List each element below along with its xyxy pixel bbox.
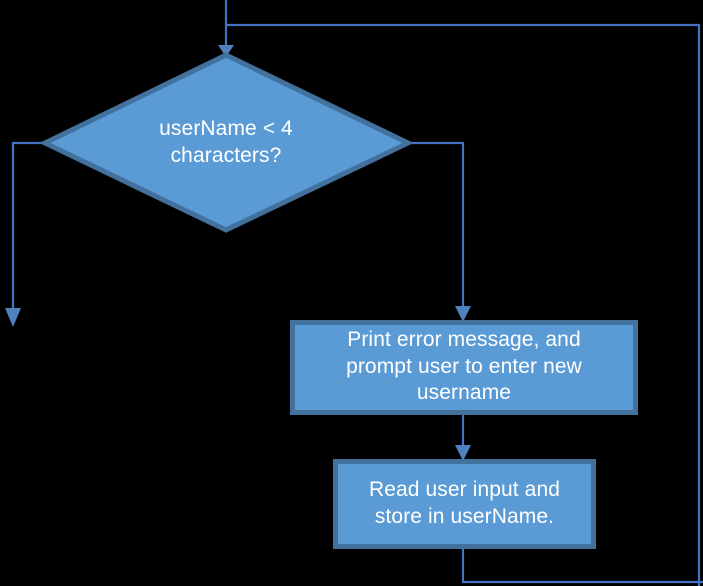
arrowhead-icon [455, 306, 471, 322]
connector-decision-true-branch-right [408, 141, 471, 322]
process-node-print-error[interactable] [290, 320, 638, 415]
arrowhead-icon [455, 445, 471, 461]
process-node-read-input[interactable] [333, 459, 596, 549]
connector-read-input-loop-return [461, 548, 703, 584]
decision-node-username-length[interactable] [39, 52, 414, 233]
arrowhead-icon [218, 45, 234, 57]
connector-loop-back-top-right [226, 23, 701, 586]
connector-print-error-to-read-input [455, 414, 471, 461]
arrowhead-icon [5, 308, 21, 327]
connector-entry-into-decision [218, 0, 234, 57]
connector-decision-false-branch-left [5, 141, 45, 327]
